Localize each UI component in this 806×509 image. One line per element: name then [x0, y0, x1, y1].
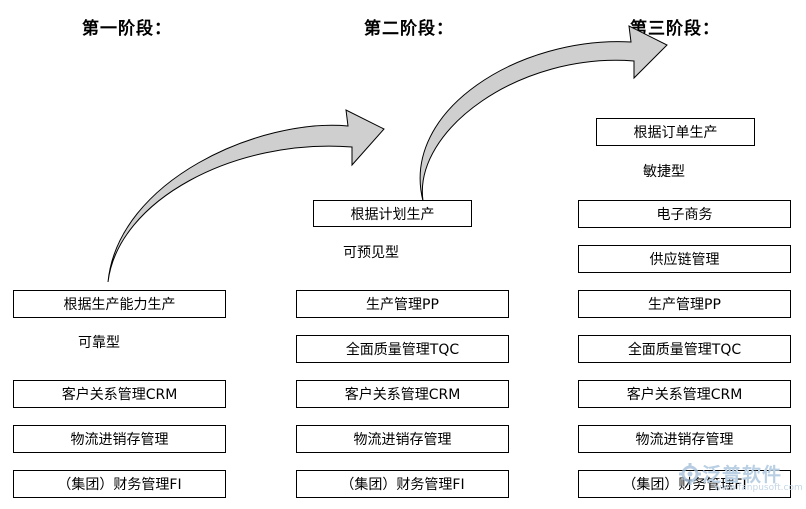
- stage-2-module: 客户关系管理CRM: [296, 380, 509, 408]
- stage-2-module: 物流进销存管理: [296, 425, 509, 453]
- watermark-logo: 泛普软件 www.fanpusoft.com: [676, 458, 803, 498]
- stage-3-module: 物流进销存管理: [578, 425, 791, 453]
- stage-3-title: 第三阶段：: [630, 19, 720, 39]
- watermark-brand: 泛普软件: [702, 464, 783, 486]
- arrow-stage2-to-stage3: [419, 25, 668, 202]
- watermark-url: www.fanpusoft.com: [714, 483, 803, 493]
- stage-2-top-box: 根据计划生产: [313, 200, 472, 227]
- stage-1-top-box: 根据生产能力生产: [13, 290, 226, 318]
- stage-3-module: 生产管理PP: [578, 290, 791, 318]
- stage-1-title: 第一阶段：: [82, 19, 172, 39]
- stage-1-module: （集团）财务管理FI: [13, 470, 226, 498]
- gear-icon: [679, 463, 701, 485]
- stage-2-module: 生产管理PP: [296, 290, 509, 318]
- stage-1-module: 客户关系管理CRM: [13, 380, 226, 408]
- stage-3-type-label: 敏捷型: [643, 164, 685, 180]
- stage-3-module: 供应链管理: [578, 245, 791, 273]
- arrow-stage1-to-stage2: [107, 109, 385, 283]
- stage-1-type-label: 可靠型: [78, 335, 120, 351]
- stage-2-module: 全面质量管理TQC: [296, 335, 509, 363]
- stage-2-module: （集团）财务管理FI: [296, 470, 509, 498]
- stage-3-top-box: 根据订单生产: [596, 118, 755, 146]
- stage-3-module: 全面质量管理TQC: [578, 335, 791, 363]
- stage-3-module: 客户关系管理CRM: [578, 380, 791, 408]
- stage-2-title: 第二阶段：: [364, 19, 454, 39]
- stage-3-module: 电子商务: [578, 200, 791, 228]
- stage-2-type-label: 可预见型: [343, 245, 399, 261]
- stage-1-module: 物流进销存管理: [13, 425, 226, 453]
